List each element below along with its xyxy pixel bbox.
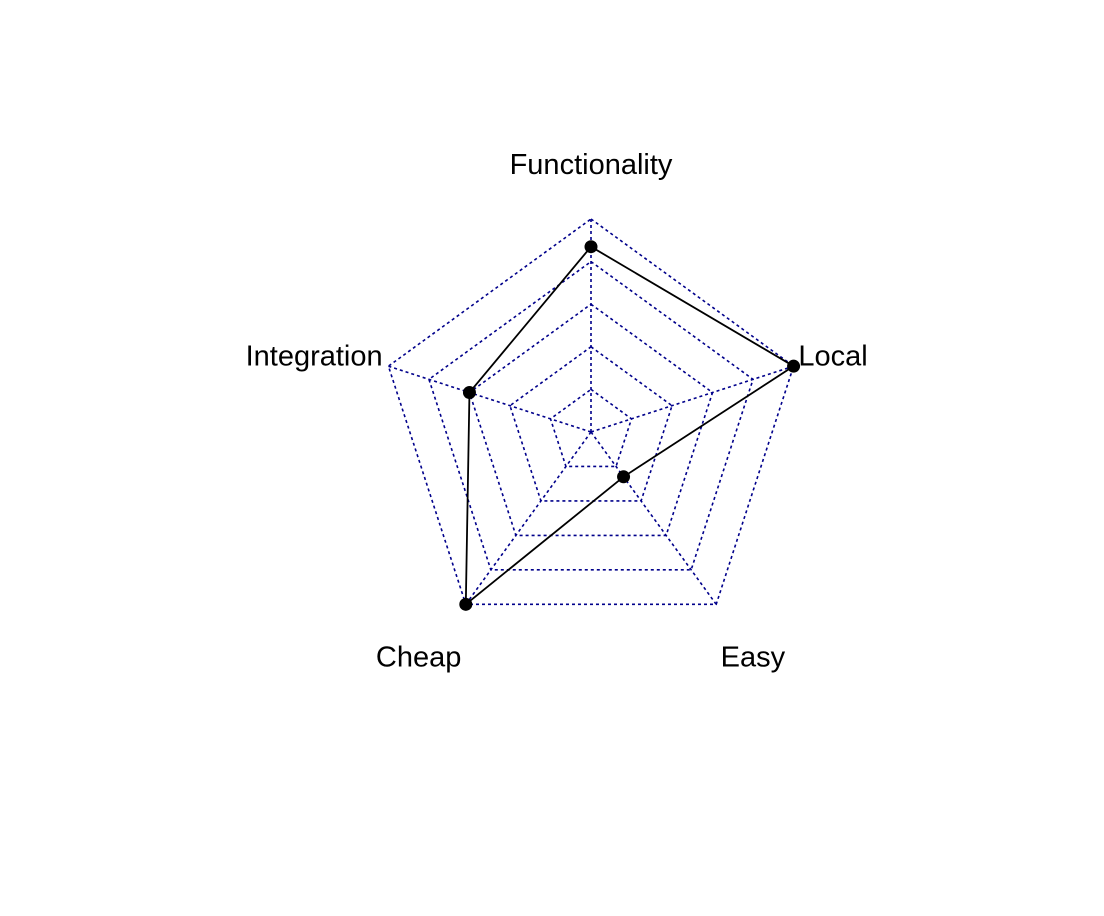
axis-label-integration: Integration (246, 340, 383, 372)
axis-label-cheap: Cheap (376, 642, 461, 674)
grid-ring-3 (468, 303, 714, 537)
axis-label-functionality: Functionality (510, 149, 673, 181)
grid-ring-5 (387, 218, 795, 606)
series-line-1 (464, 245, 796, 607)
grid-ring-4 (427, 260, 755, 571)
series-layer (459, 240, 801, 611)
grid-spoke-5 (388, 365, 592, 433)
axis-label-easy: Easy (721, 642, 786, 674)
axis-label-local: Local (798, 340, 867, 372)
data-point-easy (617, 470, 631, 484)
grid-spoke-2 (590, 365, 794, 433)
grid-layer (387, 218, 795, 606)
data-point-functionality (584, 240, 598, 254)
data-point-local (787, 359, 801, 373)
data-point-integration (462, 386, 476, 400)
data-point-cheap (459, 597, 473, 611)
